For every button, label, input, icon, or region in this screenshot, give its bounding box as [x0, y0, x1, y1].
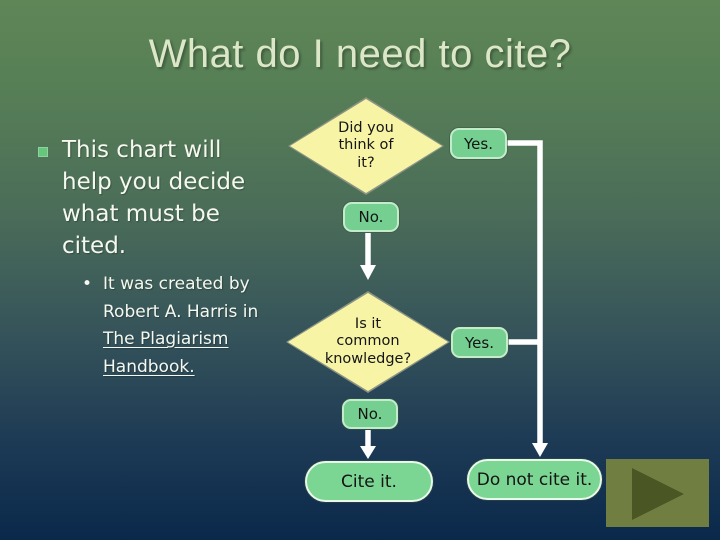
yes-node-1: Yes. — [450, 128, 507, 159]
diamond-line: Did you — [338, 119, 394, 136]
book-title-link[interactable]: Handbook. — [103, 356, 195, 377]
main-bullet-line: cited. — [62, 233, 127, 259]
play-triangle-icon — [632, 468, 684, 520]
no-node-1: No. — [343, 202, 399, 232]
diamond-line: it? — [357, 154, 375, 171]
sub-bullet-line: It was created by — [103, 274, 250, 294]
diamond-line: knowledge? — [324, 350, 412, 367]
dot-bullet-icon: • — [82, 274, 93, 294]
main-bullet-text: This chart will help you decide what mus… — [62, 134, 312, 262]
connector-yes-line — [507, 140, 543, 444]
main-bullet-line: what must be — [62, 201, 220, 227]
slide-title: What do I need to cite? — [148, 32, 572, 76]
arrowhead-down-icon — [360, 446, 376, 459]
main-bullet-line: This chart will — [62, 137, 222, 163]
terminal-node-cite-it: Cite it. — [305, 461, 433, 502]
arrowhead-down-icon — [532, 443, 548, 457]
arrowhead-down-icon — [360, 265, 376, 280]
yes-node-2: Yes. — [451, 327, 508, 358]
decision-diamond-label: Did you think of it? — [290, 99, 442, 193]
decision-diamond-is-it-common-knowledge: Is it common knowledge? — [286, 291, 450, 393]
diamond-line: think of — [338, 137, 394, 154]
square-bullet-icon — [38, 147, 48, 157]
diamond-line: common — [336, 333, 400, 350]
terminal-node-do-not-cite-it: Do not cite it. — [467, 459, 602, 500]
decision-diamond-label: Is it common knowledge? — [288, 293, 448, 391]
next-slide-button[interactable] — [606, 459, 709, 527]
sub-bullet-line: Robert A. Harris in — [103, 301, 259, 322]
book-title-link[interactable]: The Plagiarism — [103, 329, 229, 349]
main-bullet-line: help you decide — [62, 169, 246, 195]
no-node-2: No. — [342, 399, 398, 429]
sub-bullet-text: It was created by Robert A. Harris in Th… — [103, 271, 303, 381]
diamond-line: Is it — [354, 315, 382, 332]
